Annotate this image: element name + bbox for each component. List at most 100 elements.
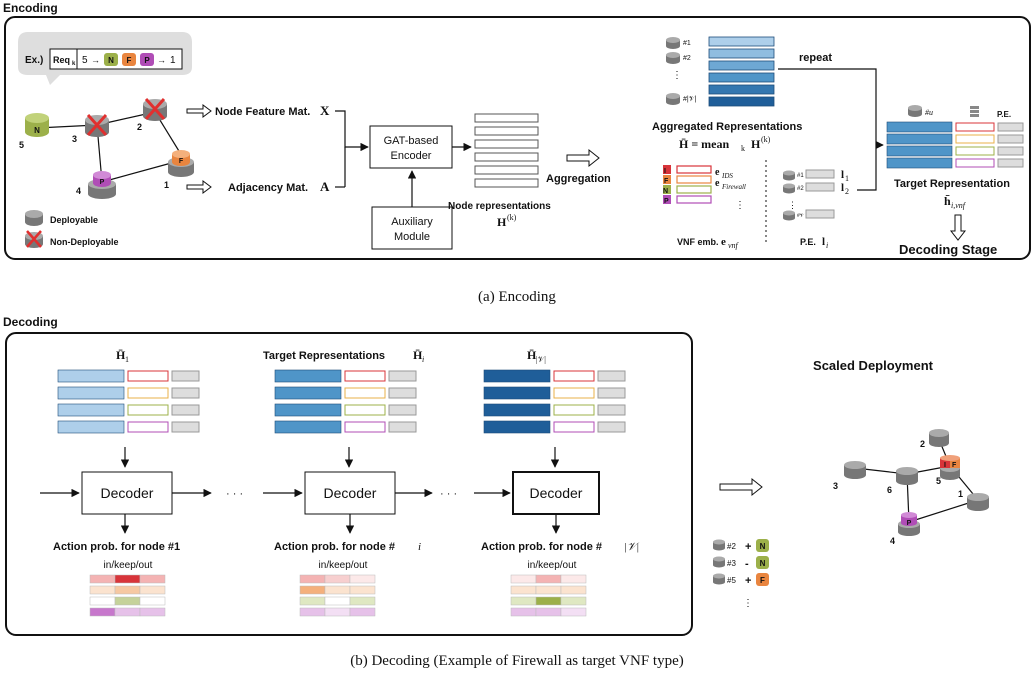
graph-node-5: N 5 — [19, 113, 49, 150]
decoder-input-vnf-cell — [127, 404, 169, 416]
target-repr-sub: i,vnf — [951, 201, 967, 210]
decoder-label-i: Decoder — [324, 485, 377, 501]
action-label-v: Action prob. for node # — [481, 541, 602, 553]
decoder-input-row — [57, 403, 125, 417]
decoder-input-row — [274, 386, 342, 400]
chain-vnf-n-label: N — [108, 56, 114, 65]
agg-id-2: #2 — [683, 55, 691, 62]
example-bubble: Ex.) Req k 5 → N F P → 1 — [18, 32, 192, 85]
action-op: + — [745, 575, 751, 587]
graph-node-4-label: 4 — [76, 186, 81, 196]
scaled-node-6-label: 6 — [887, 485, 892, 495]
vnf-e-ids: e — [715, 167, 720, 178]
decoder-input-pe-cell — [597, 387, 626, 399]
probability-cell — [324, 596, 351, 606]
pe-l1-sub: 1 — [845, 174, 849, 183]
vnf-emb-sym: e — [721, 236, 726, 248]
pe-l2-sub: 2 — [845, 187, 849, 196]
scaled-node-5-vnf-f: F — [952, 462, 957, 469]
probability-cell — [510, 596, 537, 606]
target-repr-label: Target Representation — [894, 178, 1010, 190]
vnf-e-ids-sub: IDS — [721, 172, 733, 180]
hv-sub: |𝒱| — [536, 355, 546, 364]
graph-node-1-label: 1 — [164, 180, 169, 190]
decoder-input-pe-cell — [597, 370, 626, 382]
decoder-input-vnf-cell — [553, 421, 595, 433]
vnf-letter-p: P — [664, 198, 669, 205]
probability-cell — [299, 596, 326, 606]
action-vnf-badge — [756, 573, 769, 586]
decoder-input-row — [274, 420, 342, 434]
probability-cell — [139, 585, 166, 595]
decoder-label-v: Decoder — [530, 485, 583, 501]
agg-formula-sup: (k) — [761, 135, 771, 144]
decoder-input-vnf-cell — [344, 387, 386, 399]
node-feature-sym: X — [320, 103, 330, 118]
agg-id-1: #1 — [683, 40, 691, 47]
graph-node-3-label: 3 — [72, 134, 77, 144]
probability-cell — [299, 607, 326, 617]
encoding-frame — [4, 16, 1031, 260]
action-node-id: #3 — [727, 559, 736, 568]
action-node-icon-top — [713, 556, 725, 562]
decoder-input-row — [483, 369, 551, 383]
decoder-input-vnf-cell — [344, 421, 386, 433]
scaled-node-4: P 4 — [890, 512, 920, 546]
decoder-input-row — [57, 420, 125, 434]
probability-cell — [535, 607, 562, 617]
hollow-arrow-adjacency — [186, 180, 212, 194]
pe-id-1: #1 — [797, 173, 804, 179]
decoding-frame — [5, 332, 693, 636]
gat-encoder-box — [369, 125, 453, 169]
h1-sub: 1 — [125, 355, 129, 364]
action-op: + — [745, 541, 751, 553]
scaled-node-2-label: 2 — [920, 439, 925, 449]
decoder-input-pe-cell — [597, 404, 626, 416]
probability-cell — [349, 574, 376, 584]
probability-cell — [324, 607, 351, 617]
h1-label: H̄ — [116, 348, 126, 362]
agg-id-dots: ⋮ — [672, 70, 682, 81]
probability-cell — [535, 596, 562, 606]
decoder-input-vnf-cell — [127, 370, 169, 382]
action-probability-grids — [89, 574, 587, 617]
chain-arrow-1: → — [91, 55, 100, 65]
decoding-stage-label: Decoding Stage — [899, 242, 997, 257]
vnf-embedding-stack: I F N P — [663, 165, 712, 205]
dots-1: · · · — [226, 488, 243, 500]
chain-end: 1 — [170, 55, 176, 66]
in-keep-out-v: in/keep/out — [528, 560, 577, 571]
probability-cell — [560, 574, 587, 584]
adjacency-label: Adjacency Mat. — [228, 182, 308, 194]
target-repr-sym: h̄ — [944, 194, 951, 208]
req-sub: k — [72, 61, 76, 67]
pe-l2: l — [841, 182, 844, 194]
target-header: #u P.E. — [908, 105, 1011, 119]
target-pe-label: P.E. — [997, 110, 1011, 119]
repeat-line — [778, 68, 877, 191]
decoder-input-rows — [57, 369, 626, 434]
decoder-input-pe-cell — [388, 421, 417, 433]
action-node-icon-top — [713, 573, 725, 579]
chain-vnf-n — [104, 53, 118, 66]
req-label: Req — [53, 55, 70, 65]
aggregated-ids: #1 #2 ⋮ #|𝒱| — [666, 37, 697, 105]
chain-start: 5 — [82, 55, 88, 66]
scaled-node-1: 1 — [958, 489, 989, 511]
decoding-caption: (b) Decoding (Example of Firewall as tar… — [350, 653, 684, 669]
probability-cell — [560, 596, 587, 606]
probability-cell — [114, 585, 141, 595]
agg-repr-label: Aggregated Representations — [652, 121, 802, 133]
hollow-arrow-feature — [186, 104, 212, 118]
action-node-id: #2 — [727, 542, 736, 551]
decoder-input-vnf-cell — [553, 370, 595, 382]
probability-cell — [299, 574, 326, 584]
hi-label: H̄ — [413, 348, 423, 362]
probability-cell — [139, 596, 166, 606]
action-vnf-badge — [756, 539, 769, 552]
decoder-input-pe-cell — [171, 370, 200, 382]
pe-id-v: #𝒱 — [797, 213, 805, 219]
adjacency-sym: A — [320, 179, 330, 194]
node-repr-sup: (k) — [507, 213, 517, 222]
target-repr-rows — [886, 121, 1024, 169]
